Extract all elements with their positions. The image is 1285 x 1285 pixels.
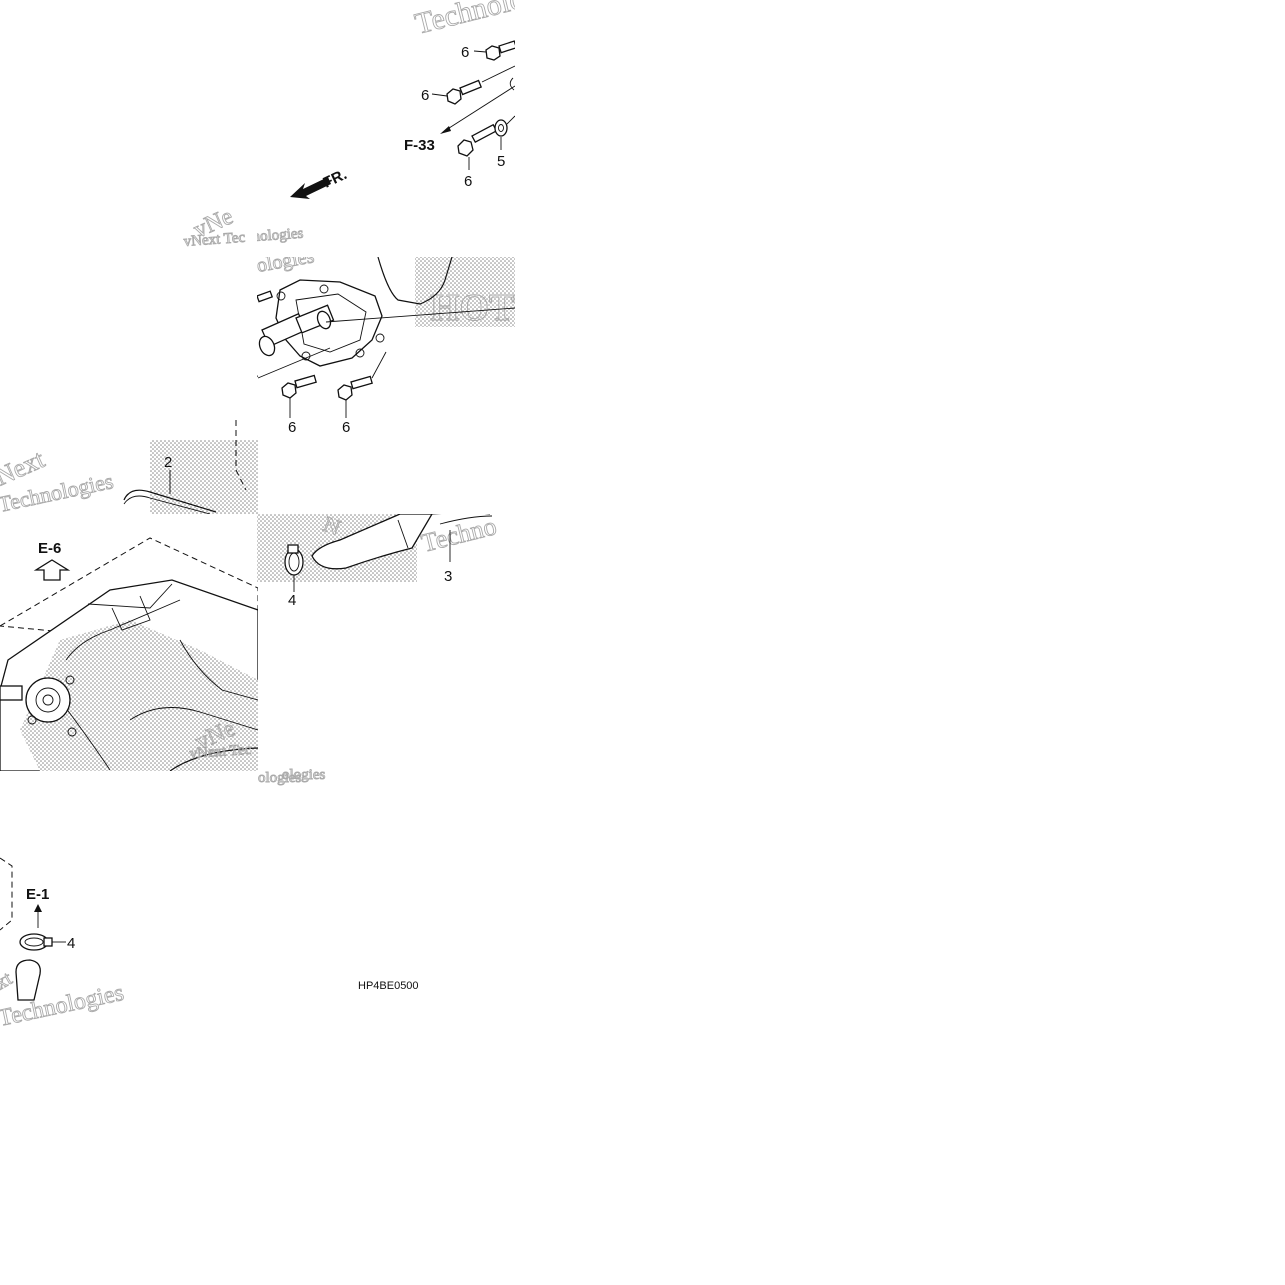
watermark: ologies — [258, 770, 301, 786]
watermark: ologies — [255, 245, 316, 277]
callout-2: 2 — [164, 454, 172, 471]
bolt-6-pump-left — [281, 374, 317, 418]
callout-6-d: 6 — [288, 419, 296, 436]
cover-outline — [377, 257, 453, 305]
callout-6-c: 6 — [464, 173, 472, 190]
drawing-code: HP4BE0500 — [358, 980, 419, 992]
shaded-area — [150, 440, 258, 514]
bolt-6-middle — [446, 65, 515, 105]
watermark: vNext Tec — [183, 230, 246, 250]
up-arrow-icon — [33, 559, 71, 581]
callout-6-a: 6 — [461, 44, 469, 61]
tile-gasket: 2 Next Technologies — [0, 420, 258, 514]
pump-mount — [25, 677, 71, 723]
fitting — [0, 685, 23, 701]
tile-lower-hose: E-1 xt Technologies 4 — [0, 857, 127, 1028]
ref-arrowhead — [34, 904, 42, 912]
watermark: Technologies — [412, 0, 575, 41]
callout-4-b: 4 — [67, 935, 75, 952]
callout-5: 5 — [497, 153, 505, 170]
ref-arrow-line — [445, 85, 515, 131]
tile-bolts-top: Technologies — [257, 0, 575, 250]
watermark: vNext Tec — [189, 742, 252, 762]
front-arrow — [290, 177, 331, 199]
watermark: ologies — [282, 767, 325, 783]
pump-face — [295, 293, 367, 353]
callout-4-a: 4 — [288, 592, 296, 609]
reference-e6: E-6 — [38, 540, 61, 557]
callout-6-e: 6 — [342, 419, 350, 436]
washer-5 — [494, 115, 515, 137]
watermark: xt — [0, 967, 16, 994]
hose-3 — [311, 514, 433, 570]
shaded-area — [415, 257, 515, 327]
bolt-6-top — [485, 40, 515, 61]
bolt-6-bottom — [457, 123, 498, 157]
callout-3: 3 — [444, 568, 452, 585]
tile-pump-cover: ologies HOT — [255, 245, 515, 436]
leader-line — [325, 307, 515, 323]
reference-e1: E-1 — [26, 886, 49, 903]
hose-clamp-4-lower — [19, 933, 53, 951]
watermark: Techno — [418, 511, 499, 558]
assembly-line — [235, 420, 247, 491]
tile-hose: N Techno 3 4 — [257, 511, 500, 609]
bolt-6-pump-right — [337, 375, 373, 418]
gasket-2 — [123, 489, 217, 513]
hose-lower — [15, 959, 41, 1001]
reference-f33: F-33 — [404, 137, 435, 154]
assembly-boundary — [0, 857, 13, 931]
ref-arrowhead — [440, 126, 451, 134]
hose-clamp-4 — [284, 544, 304, 576]
front-arrow-label: FR. — [321, 166, 350, 192]
callout-6-b: 6 — [421, 87, 429, 104]
watermark: HOT — [430, 287, 514, 329]
tile-engine: E-6 vNext Tec vNe — [0, 537, 258, 771]
